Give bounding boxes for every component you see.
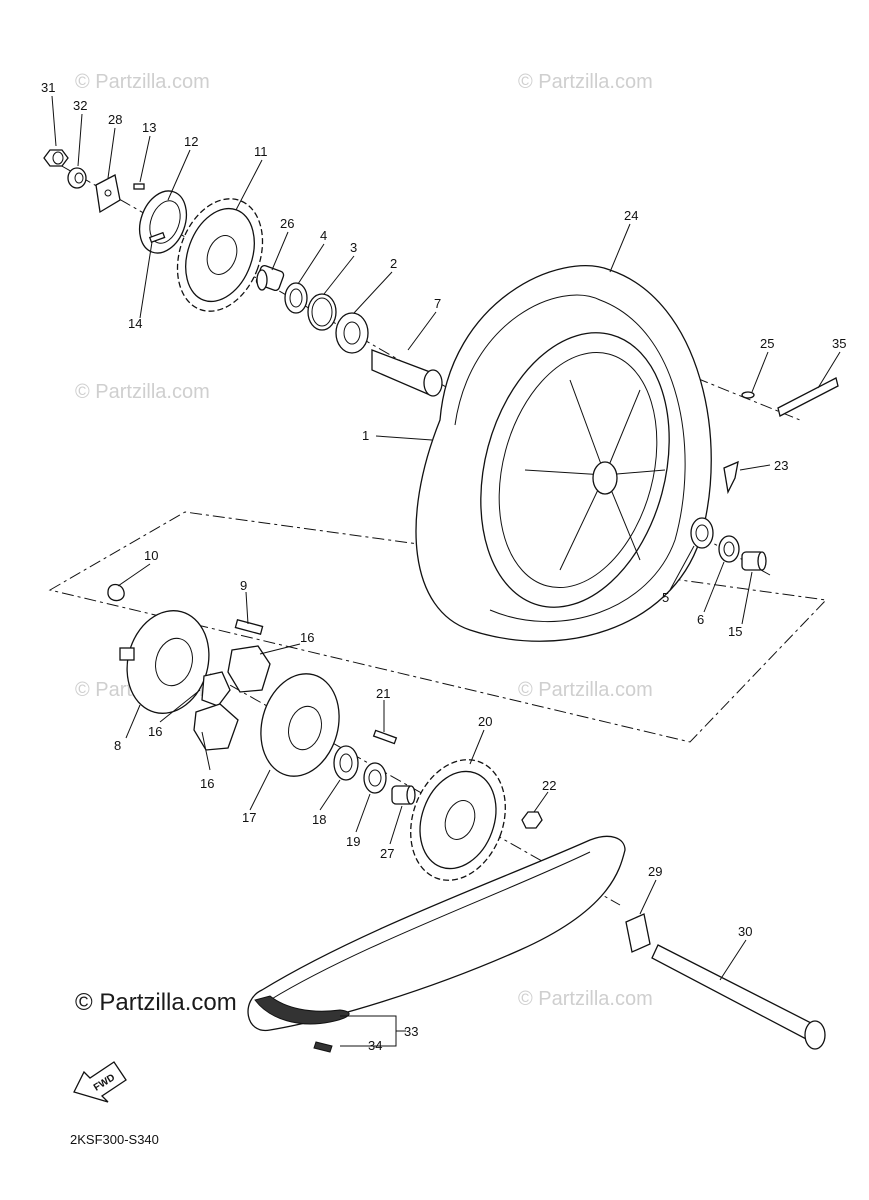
watermark-large-text: © Partzilla.com [75,989,237,1016]
callout-15: 15 [728,624,742,639]
leader-lines [51,95,841,1047]
callout-27: 27 [380,846,394,861]
part-5-bearing [690,517,714,549]
callout-8: 8 [114,738,121,753]
callout-11: 11 [254,144,268,159]
part-32-washer [67,167,87,189]
part-7-spacer [371,349,443,397]
callout-22: 22 [542,778,556,793]
part-26-collar [255,264,285,292]
callout-19: 19 [346,834,360,849]
watermark-text: © Partzilla.com [518,988,653,1010]
part-21-stud [372,729,398,745]
part-22-nut [521,811,543,829]
watermark-text: © Partzilla.com [75,381,210,403]
callout-21: 21 [376,686,390,701]
callout-6: 6 [697,612,704,627]
callout-26: 26 [280,216,294,231]
part-35-label [777,377,839,417]
part-9-bolt [234,618,264,636]
part-18-bearing [333,745,359,781]
part-31-nut [43,149,69,167]
callout-1: 1 [362,428,369,443]
part-11-brake-disc [176,198,264,312]
callout-32: 32 [73,98,87,113]
callout-7: 7 [434,296,441,311]
part-23-valve [723,460,739,495]
callout-35: 35 [832,336,846,351]
callout-14: 14 [128,316,142,331]
callout-17: 17 [242,810,256,825]
callout-13: 13 [142,120,156,135]
callout-30: 30 [738,924,752,939]
part-20-sprocket [410,759,506,881]
part-16-dampers [193,645,271,751]
diagram-code: 2KSF300-S340 [70,1132,159,1147]
fwd-arrow-icon: FWD [73,1061,127,1103]
watermark-text: © Partzilla.com [518,71,653,93]
callout-33: 33 [404,1024,418,1039]
watermark-text: © Partzilla.com [75,71,210,93]
part-6-oil-seal [718,535,740,563]
part-27-collar [391,785,416,805]
part-13-screw [133,183,145,190]
part-8-clutch-hub [119,610,210,714]
part-17-sprocket-hub [260,673,340,777]
callout-20: 20 [478,714,492,729]
part-14-bolt [148,231,166,244]
callout-29: 29 [648,864,662,879]
part-28-plate [95,174,121,214]
part-1-wheel [480,332,670,608]
part-2-bearing [335,312,369,354]
callout-34: 34 [368,1038,382,1053]
callout-16c: 16 [200,776,214,791]
callout-4: 4 [320,228,327,243]
part-10-clip [107,583,125,602]
part-15-collar [741,551,767,571]
part-19-oil-seal [363,762,387,794]
callout-10: 10 [144,548,158,563]
callout-16b: 16 [148,724,162,739]
part-33-drive-chain [247,835,626,1032]
callout-16a: 16 [300,630,314,645]
callout-18: 18 [312,812,326,827]
watermark-text: © Partzilla.com [518,679,653,701]
callout-12: 12 [184,134,198,149]
part-30-axle [651,944,826,1050]
part-4-oil-seal [284,282,308,314]
callout-2: 2 [390,256,397,271]
callout-23: 23 [774,458,788,473]
callout-24: 24 [624,208,638,223]
callout-31: 31 [41,80,55,95]
callout-9: 9 [240,578,247,593]
part-34-chain-joint [313,1041,333,1053]
callout-5: 5 [662,590,669,605]
part-29-adjust-plate [625,913,651,953]
part-25-balance-weight [741,391,755,399]
part-3-circlip [307,293,337,331]
callout-3: 3 [350,240,357,255]
callout-25: 25 [760,336,774,351]
callout-28: 28 [108,112,122,127]
callout-labels: 31 32 28 13 12 11 14 26 4 3 2 7 24 1 25 … [41,80,846,1053]
